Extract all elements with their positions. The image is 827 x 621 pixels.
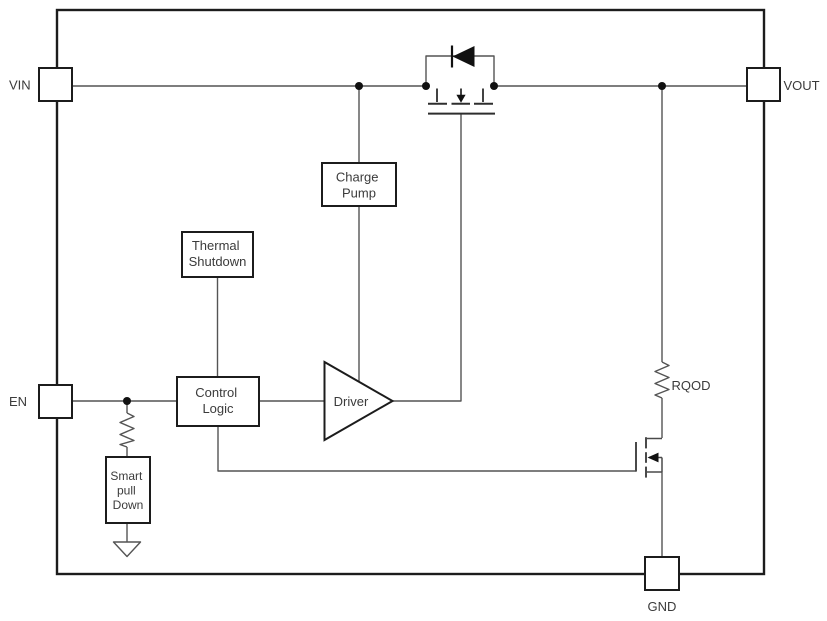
control-logic-label: Control Logic: [195, 385, 241, 416]
pin-gnd: GND: [644, 556, 680, 614]
pass-fet-body-arrow: [456, 94, 466, 103]
charge-pump-label: Charge Pump: [336, 170, 382, 201]
wire-driver-to-gate: [393, 114, 462, 402]
thermal-shutdown-box: [181, 231, 254, 278]
rqod-resistor-label: RQOD: [672, 378, 711, 393]
pulldown-resistor: [119, 412, 135, 448]
block-driver: Driver: [323, 360, 395, 442]
junction-dot: [490, 82, 498, 90]
qod-fet-symbol: [635, 437, 663, 478]
vout-pin-box: [746, 67, 781, 102]
ground-symbol: [112, 541, 142, 558]
block-thermal-shutdown: Thermal Shutdown: [181, 231, 254, 278]
gnd-pin-box: [644, 556, 680, 591]
wire-control-to-qod-gate: [217, 426, 636, 472]
block-control-logic: Control Logic: [176, 376, 260, 427]
device-boundary: [55, 8, 766, 576]
vin-pin-box: [38, 67, 73, 102]
block-smart-pull-down: Smart pull Down: [105, 456, 151, 524]
thermal-shutdown-label: Thermal Shutdown: [189, 238, 247, 269]
pin-vin: VIN: [9, 67, 73, 102]
junction-dot: [123, 397, 131, 405]
rqod-resistor: [654, 361, 670, 399]
smart-pull-down-label: Smart pull Down: [110, 469, 145, 512]
driver-triangle: [323, 360, 395, 442]
junction-dot: [658, 82, 666, 90]
smart-pull-down-box: [105, 456, 151, 524]
driver-label: Driver: [334, 394, 369, 409]
pass-fet-symbol: [428, 45, 495, 115]
en-pin-box: [38, 384, 73, 419]
junction-dot: [355, 82, 363, 90]
en-pin-label: EN: [9, 394, 27, 409]
control-logic-box: [176, 376, 260, 427]
wire-body-diode-bridge: [425, 55, 495, 86]
gnd-pin-label: GND: [648, 599, 677, 614]
body-diode-triangle: [452, 46, 475, 67]
pin-en: EN: [9, 384, 73, 419]
charge-pump-box: [321, 162, 397, 207]
wires: [72, 55, 747, 557]
junction-dots: [123, 82, 666, 405]
junction-dot: [422, 82, 430, 90]
block-charge-pump: Charge Pump: [321, 162, 397, 207]
vin-pin-label: VIN: [9, 78, 31, 93]
pin-vout: VOUT: [746, 67, 820, 102]
qod-fet-body-arrow: [647, 452, 659, 463]
vout-pin-label: VOUT: [784, 78, 820, 93]
